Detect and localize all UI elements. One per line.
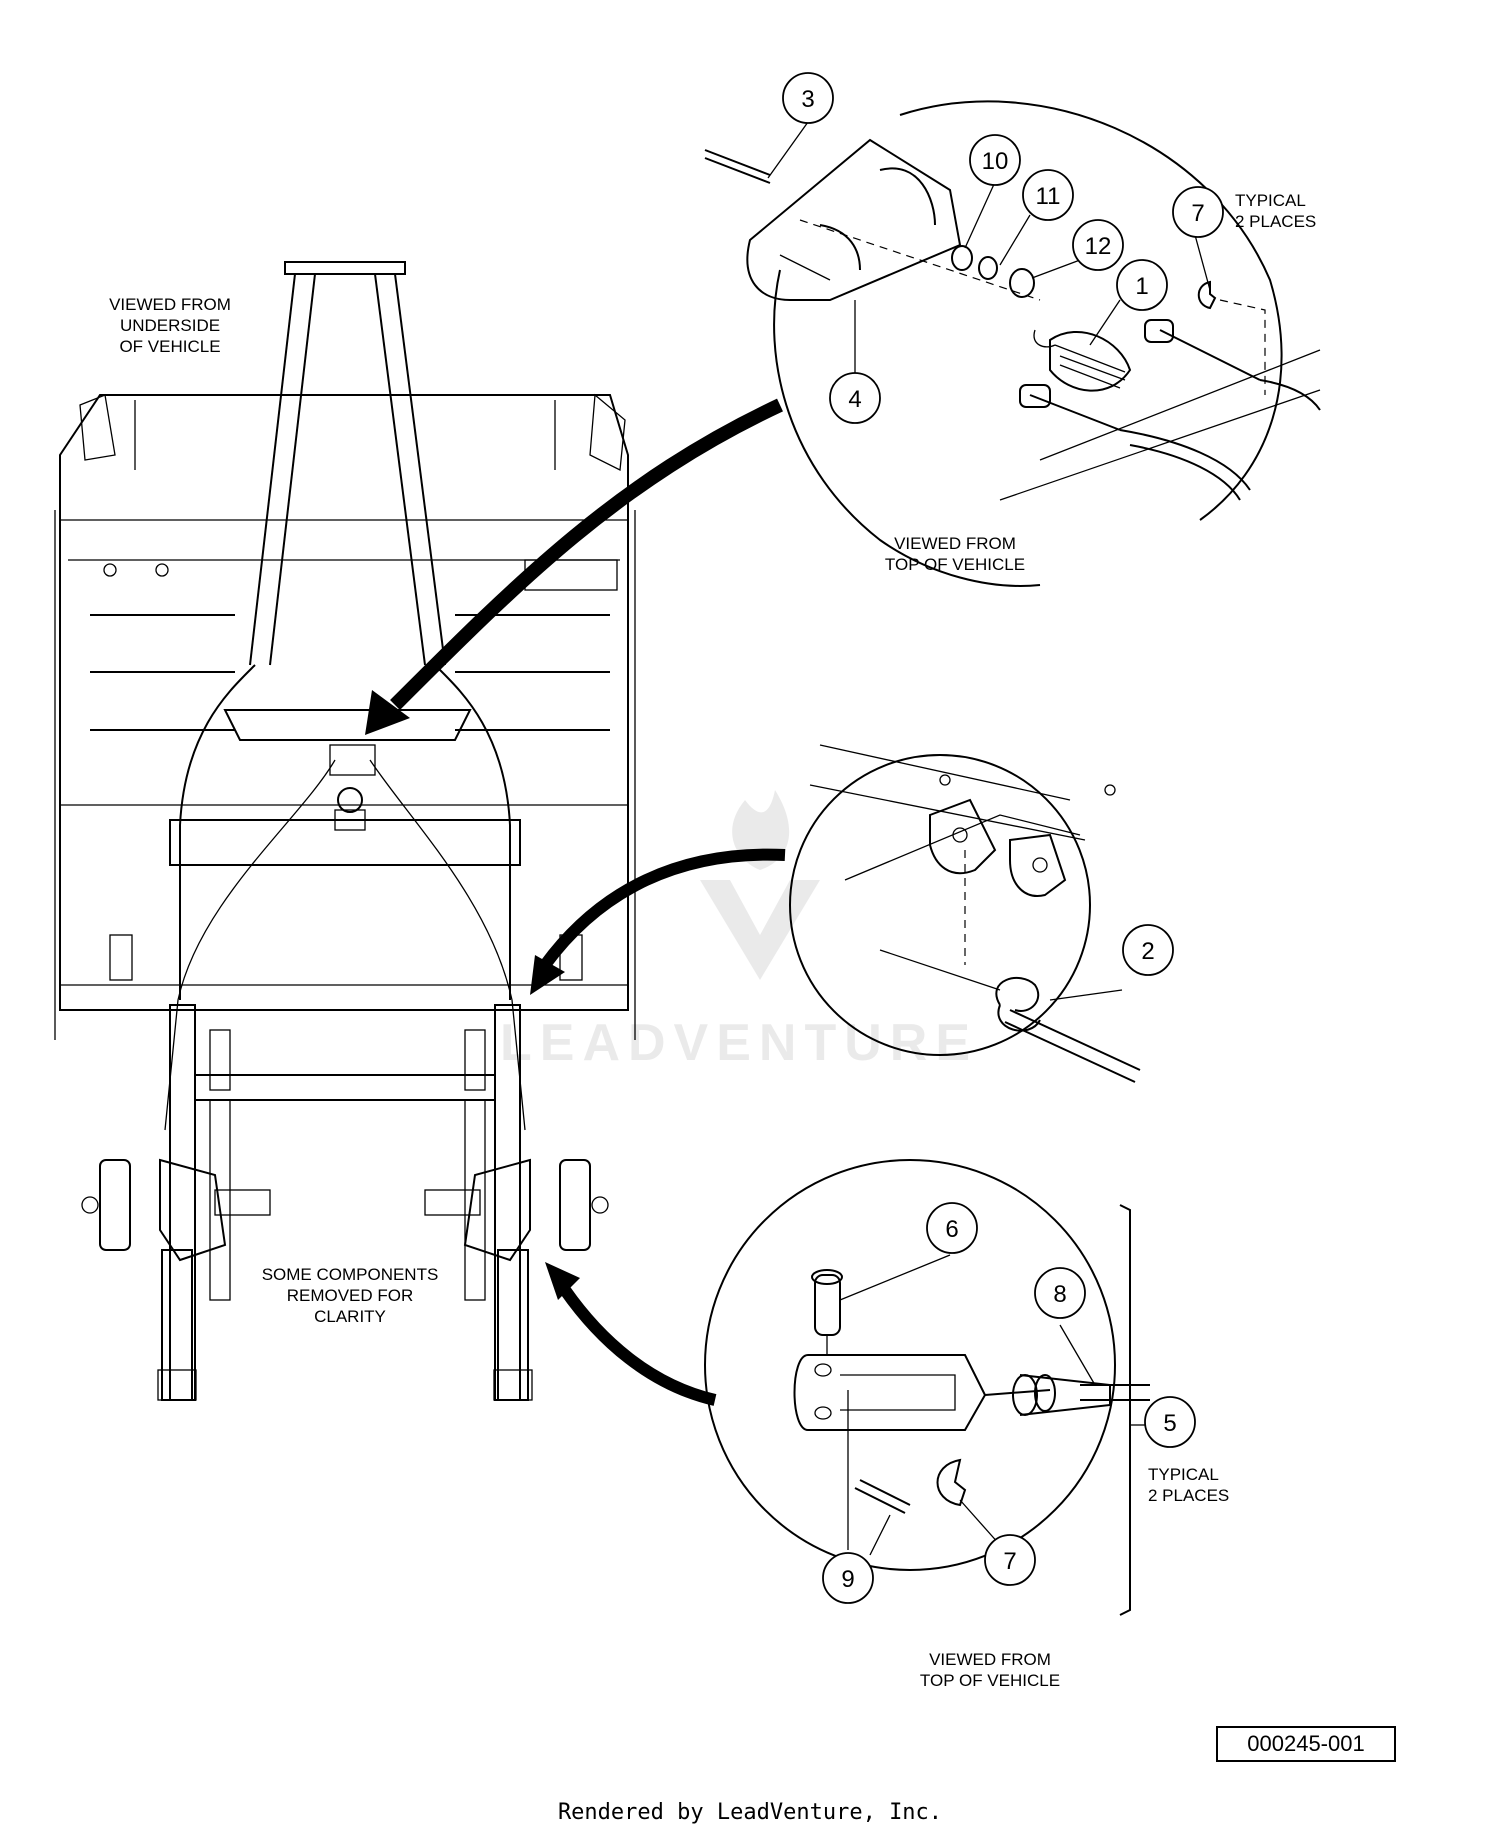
detail-clevis-assembly — [704, 1159, 1150, 1616]
svg-text:SOME COMPONENTS: SOME COMPONENTS — [262, 1265, 439, 1284]
caption-typical-1: TYPICAL 2 PLACES — [1235, 191, 1316, 231]
callout-8: 8 — [1034, 1267, 1086, 1319]
document-number: 000245-001 — [1216, 1726, 1396, 1762]
caption-top-view-2: VIEWED FROM TOP OF VEHICLE — [920, 1650, 1060, 1690]
svg-text:6: 6 — [945, 1216, 958, 1243]
callout-11: 11 — [1022, 169, 1074, 221]
svg-text:11: 11 — [1036, 183, 1061, 210]
callout-12: 12 — [1072, 219, 1124, 271]
svg-text:UNDERSIDE: UNDERSIDE — [120, 316, 220, 335]
svg-text:10: 10 — [982, 148, 1009, 175]
svg-text:TOP OF VEHICLE: TOP OF VEHICLE — [885, 555, 1025, 574]
callout-5: 5 — [1144, 1396, 1196, 1448]
callout-7-top: 7 — [1172, 186, 1224, 238]
svg-text:8: 8 — [1053, 1281, 1066, 1308]
callout-10: 10 — [969, 134, 1021, 186]
svg-text:TYPICAL: TYPICAL — [1148, 1465, 1219, 1484]
svg-text:9: 9 — [841, 1566, 854, 1593]
svg-text:3: 3 — [801, 86, 814, 113]
vehicle-frame — [54, 261, 636, 1401]
caption-underside: VIEWED FROM UNDERSIDE OF VEHICLE — [109, 295, 231, 356]
svg-text:12: 12 — [1085, 233, 1112, 260]
svg-text:2 PLACES: 2 PLACES — [1148, 1486, 1229, 1505]
callout-6: 6 — [926, 1202, 978, 1254]
callout-9: 9 — [822, 1552, 874, 1604]
callout-7-bottom: 7 — [984, 1534, 1036, 1586]
svg-text:VIEWED FROM: VIEWED FROM — [894, 534, 1016, 553]
svg-text:1: 1 — [1135, 273, 1148, 300]
svg-text:7: 7 — [1191, 200, 1204, 227]
footer-credit: Rendered by LeadVenture, Inc. — [557, 1800, 943, 1825]
svg-text:CLARITY: CLARITY — [314, 1307, 386, 1326]
svg-text:4: 4 — [848, 386, 861, 413]
caption-typical-2: TYPICAL 2 PLACES — [1148, 1465, 1229, 1505]
leader-arrows — [365, 398, 786, 1406]
svg-text:5: 5 — [1163, 1410, 1176, 1437]
caption-removed: SOME COMPONENTS REMOVED FOR CLARITY — [262, 1265, 439, 1326]
callout-3: 3 — [782, 72, 834, 124]
callout-1: 1 — [1116, 259, 1168, 311]
callout-leaders — [767, 121, 1211, 1556]
svg-text:REMOVED FOR: REMOVED FOR — [287, 1286, 414, 1305]
svg-text:2 PLACES: 2 PLACES — [1235, 212, 1316, 231]
callout-2: 2 — [1122, 924, 1174, 976]
svg-text:7: 7 — [1003, 1548, 1016, 1575]
svg-text:LEADVENTURE: LEADVENTURE — [500, 1014, 978, 1072]
detail-cable-clip — [789, 744, 1141, 1083]
svg-text:2: 2 — [1141, 938, 1154, 965]
callout-4: 4 — [829, 372, 881, 424]
svg-text:VIEWED FROM: VIEWED FROM — [929, 1650, 1051, 1669]
detail-spring-assembly — [704, 100, 1321, 587]
caption-top-view-1: VIEWED FROM TOP OF VEHICLE — [885, 534, 1025, 574]
svg-text:TOP OF VEHICLE: TOP OF VEHICLE — [920, 1671, 1060, 1690]
svg-text:VIEWED FROM: VIEWED FROM — [109, 295, 231, 314]
svg-text:TYPICAL: TYPICAL — [1235, 191, 1306, 210]
svg-text:OF VEHICLE: OF VEHICLE — [119, 337, 220, 356]
